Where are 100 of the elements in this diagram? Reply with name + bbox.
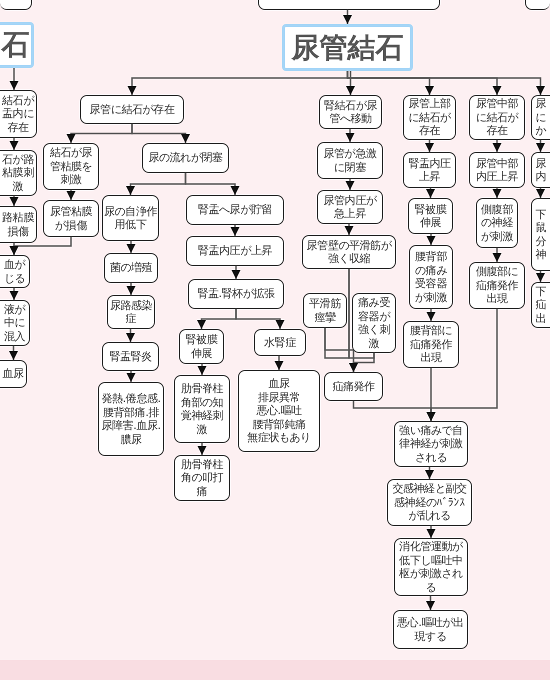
box-text: 血尿 xyxy=(2,367,24,381)
box-text: 尿管壁の平滑筋が強く収縮 xyxy=(306,238,393,266)
process-box xyxy=(102,342,159,371)
arrow xyxy=(66,190,76,200)
title-box xyxy=(0,22,34,68)
box-text: 腎被膜伸展 xyxy=(184,333,218,360)
arrow xyxy=(10,68,18,90)
box-text: 腎盂腎炎 xyxy=(109,350,152,364)
arrow xyxy=(230,225,240,236)
list-line: 腰背部鈍痛 xyxy=(252,418,306,432)
arrow xyxy=(126,371,136,382)
process-box xyxy=(324,372,383,401)
arrow xyxy=(426,234,436,245)
box-text: 尿内 xyxy=(534,156,548,184)
arrow xyxy=(536,140,545,152)
process-box xyxy=(102,195,159,241)
process-box xyxy=(188,279,284,309)
arrow xyxy=(10,138,18,150)
box-text: 尿管中部に結石が存在 xyxy=(474,97,520,138)
box-text: 路粘膜損傷 xyxy=(1,211,35,238)
process-box xyxy=(408,198,453,234)
arrow xyxy=(235,309,284,329)
box-text: 強い痛みで自律神経が刺激される xyxy=(398,424,464,464)
box-text: 腎盂内圧上昇 xyxy=(407,156,452,184)
box-text: 悪心.嘔吐が出現する xyxy=(396,616,465,643)
process-box xyxy=(469,152,525,188)
box-text: 腰背部の痛み受容器が刺激 xyxy=(414,250,448,304)
process-box xyxy=(403,321,459,368)
box-text: 腎盂へ尿が貯留 xyxy=(198,203,272,217)
box-text: 痛み受容器が強く刺激 xyxy=(357,296,392,350)
list-line: 悪心.嘔吐 xyxy=(256,404,302,418)
box-text: 尿の流れが閉塞 xyxy=(148,151,223,165)
process-box xyxy=(303,293,347,328)
arrow xyxy=(426,526,436,538)
process-box xyxy=(0,360,27,388)
arrow xyxy=(131,124,190,143)
box-text: 腎盂.腎杯が拡張 xyxy=(197,287,275,301)
arrow xyxy=(232,266,240,279)
box-text: 発熱.倦怠感.腰背部痛.排尿障害.血尿.膿尿 xyxy=(100,392,162,446)
box-text: 下鼠分神 xyxy=(534,208,548,262)
box-text: 腎結石が尿管へ移動 xyxy=(322,98,378,126)
arrow xyxy=(198,364,206,375)
box-text: 尿管結石 xyxy=(292,30,404,64)
list-line: 無症状もあり xyxy=(247,431,311,445)
process-box xyxy=(174,375,230,443)
box-text: 交感神経と副交感神経のﾊﾞﾗﾝｽが乱れる xyxy=(391,482,468,523)
box-text: 側腹部に疝痛発作出現 xyxy=(474,265,520,306)
arrow xyxy=(274,356,284,370)
arrow xyxy=(344,224,354,235)
list-line: 排尿異常 xyxy=(258,390,300,404)
box-text: 水腎症 xyxy=(264,336,296,350)
arrow xyxy=(346,71,545,95)
process-box xyxy=(238,370,320,452)
arrow xyxy=(492,188,502,198)
arrow xyxy=(492,140,502,152)
box-text: 結石が盂内に存在 xyxy=(1,94,36,134)
arrow xyxy=(346,179,354,190)
process-box xyxy=(469,262,525,309)
process-box xyxy=(317,190,383,224)
arrow xyxy=(492,248,502,262)
arrow xyxy=(426,309,436,321)
arrow xyxy=(349,353,375,372)
arrow xyxy=(126,329,135,342)
arrow xyxy=(346,71,355,95)
box-text: 腰背部に疝痛発作出現 xyxy=(408,324,454,365)
process-box xyxy=(469,95,525,140)
process-box xyxy=(80,95,184,124)
process-box xyxy=(531,282,550,328)
process-box xyxy=(531,152,550,188)
arrow xyxy=(425,140,434,152)
box-text: 尿管に結石が存在 xyxy=(90,102,174,116)
process-box xyxy=(98,382,164,456)
process-box xyxy=(142,143,229,173)
arrow xyxy=(346,129,354,142)
box-text: 石 xyxy=(2,28,30,62)
box-text: 結石が尿管粘膜を刺激 xyxy=(48,146,94,187)
arrow xyxy=(10,237,72,255)
arrow xyxy=(198,443,206,455)
arrow xyxy=(184,173,240,195)
box-text: 石が路粘膜刺激 xyxy=(1,152,35,194)
title-box xyxy=(282,24,413,71)
arrow xyxy=(426,188,435,198)
arrow xyxy=(126,283,136,295)
arrow xyxy=(536,271,545,282)
box-text: 平滑筋痙攣 xyxy=(308,297,342,324)
process-box xyxy=(186,236,284,266)
process-box xyxy=(43,200,99,237)
arrow xyxy=(10,288,18,300)
box-text: 肋骨脊柱角の叩打痛 xyxy=(180,458,224,498)
process-box xyxy=(43,143,99,190)
box-text: 液が中に混入 xyxy=(2,302,26,344)
box-text: 尿の自浄作用低下 xyxy=(104,204,157,232)
process-box xyxy=(393,610,468,649)
box-text: 尿管粘膜が損傷 xyxy=(48,205,94,232)
process-box xyxy=(531,95,550,140)
arrow xyxy=(9,346,18,360)
box-text: 菌の増殖 xyxy=(110,261,152,275)
box-text: 血がじる xyxy=(2,258,26,285)
box-text: 下疝出 xyxy=(534,284,548,326)
process-box xyxy=(186,195,284,225)
